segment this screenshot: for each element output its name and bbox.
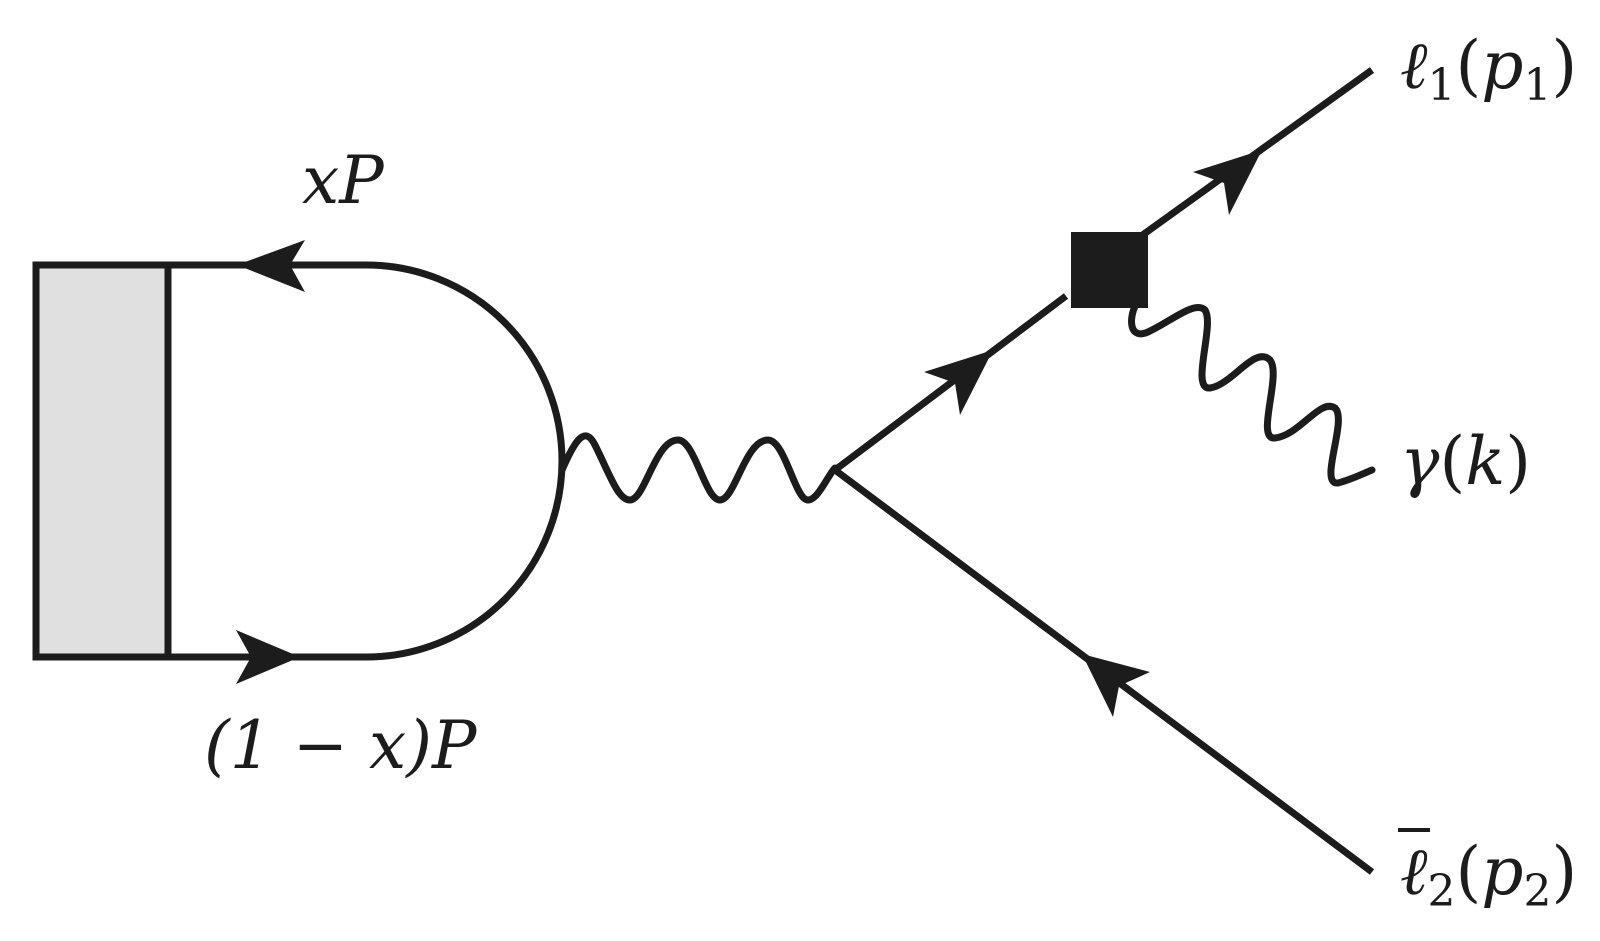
- bound-state-blob: [32, 261, 172, 661]
- photon-label: γ(k): [1400, 423, 1531, 500]
- lepton-momentum-subscript: 1: [1524, 60, 1552, 111]
- lepton-momentum: p: [1481, 27, 1523, 104]
- antilepton-arrow: [1082, 654, 1150, 717]
- antilepton-momentum: p: [1481, 833, 1523, 910]
- quark-loop: [168, 261, 566, 661]
- lepton-internal-line: [832, 293, 1069, 473]
- antilepton-label: ℓ2(p2): [1400, 833, 1577, 917]
- quark-top-arrow: [237, 240, 305, 292]
- antilepton-symbol: ℓ: [1400, 833, 1428, 910]
- lepton-out-arrow: [1193, 150, 1262, 215]
- lepton-out-label: ℓ1(p1): [1400, 27, 1577, 111]
- antilepton-momentum-subscript: 2: [1524, 866, 1552, 917]
- photon-symbol: γ: [1400, 423, 1440, 500]
- antilepton-subscript: 2: [1428, 866, 1456, 917]
- effective-vertex-box: [1071, 232, 1148, 308]
- photon-momentum: k: [1465, 423, 1505, 500]
- incoming-bottom-label: (1 − x)P: [204, 707, 478, 784]
- incoming-top-label: xP: [302, 142, 385, 219]
- lepton-internal-arrow: [924, 350, 993, 415]
- lepton-symbol: ℓ: [1400, 27, 1428, 104]
- virtual-photon-line: [558, 432, 839, 504]
- real-photon-line: [1128, 300, 1376, 487]
- quark-bottom-arrow: [236, 630, 300, 684]
- lepton-subscript: 1: [1428, 60, 1456, 111]
